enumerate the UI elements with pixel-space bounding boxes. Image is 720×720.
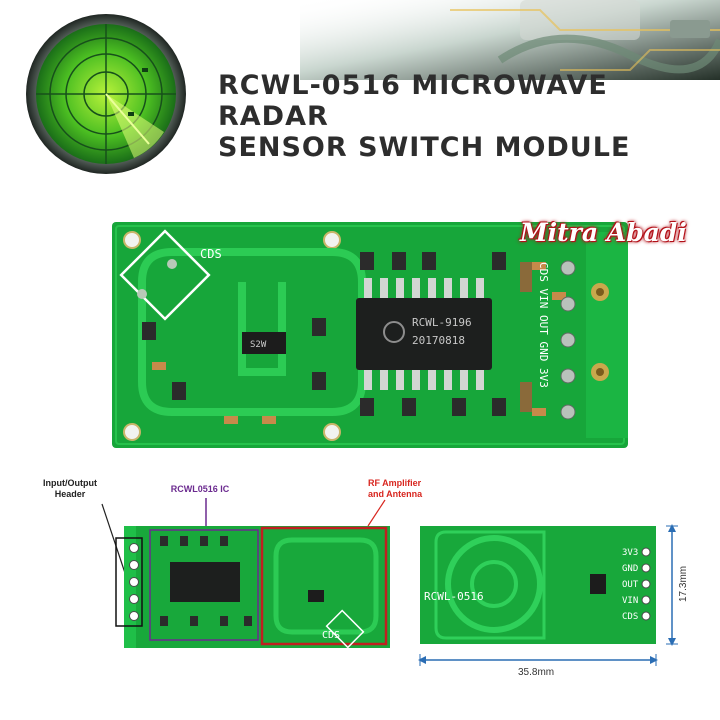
rcwl-9196-ic: RCWL-9196 20170818 [356,278,492,390]
front-module-diagram: CDS [101,498,390,649]
brand-watermark: Mitra Abadi [520,218,687,247]
back-pin-out: OUT [622,580,639,590]
svg-text:S2W: S2W [250,340,267,350]
dim-height-text: 17.3mm [678,566,689,602]
back-board-text: RCWL-0516 [424,590,484,603]
label-rf-amplifier: RF Amplifier and Antenna [368,478,423,499]
pin-labels-silkscreen: CDS VIN OUT GND 3V3 [537,262,550,388]
back-pin-cds: CDS [622,612,638,622]
title-line-1: RCWL-0516 MICROWAVE RADAR [218,70,608,132]
title-line-2: SENSOR SWITCH MODULE [218,132,631,163]
radar-icon [26,14,186,174]
main-pcb-photo: CDS S2W RCWL-9196 20170818 [112,222,628,448]
back-pin-3v3: 3V3 [622,548,638,558]
label-rcwl-ic: RCWL0516 IC [170,484,230,494]
ic-text-1: RCWL-9196 [412,316,472,329]
dim-width-text: 35.8mm [518,667,554,678]
page-title: RCWL-0516 MICROWAVE RADAR SENSOR SWITCH … [218,70,720,163]
cds-silkscreen: CDS [200,247,222,261]
back-module-diagram: RCWL-0516 3V3 GND OUT VIN CDS 17.3mm 35.… [418,524,689,678]
back-pin-vin: VIN [622,596,638,606]
back-pin-gnd: GND [622,564,638,574]
front-cds-silkscreen: CDS [322,630,340,641]
label-io-header: Input/Output Header [43,478,97,499]
ic-text-2: 20170818 [412,334,465,347]
circuit-background [300,0,720,80]
